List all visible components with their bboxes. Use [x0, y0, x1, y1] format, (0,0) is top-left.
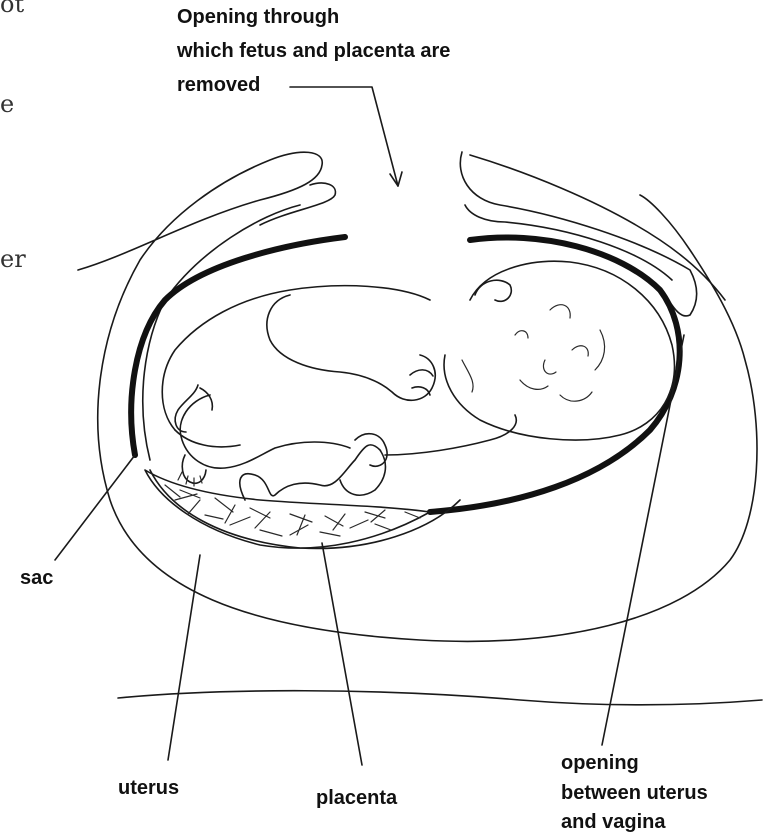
- uterus-label: uterus: [118, 775, 179, 802]
- opening-between-line-2: between uterus: [561, 780, 708, 807]
- fetus-face-line: [595, 330, 605, 370]
- fetus-leg: [180, 395, 350, 468]
- opening-title-line-2: which fetus and placenta are: [177, 38, 450, 65]
- fetus-nose: [543, 360, 556, 374]
- opening-between-line-1: opening: [561, 750, 639, 777]
- fetus-eye-2: [572, 346, 588, 356]
- fetus-eyebrow: [550, 305, 570, 318]
- incision-flap-left: [143, 205, 300, 460]
- fetus-arm: [267, 295, 435, 400]
- fetus-ear: [475, 280, 511, 301]
- opening-between-leader: [602, 335, 684, 745]
- sac-leader: [55, 455, 135, 560]
- sac-membrane-right: [430, 237, 680, 512]
- fetus-lip: [462, 360, 473, 392]
- opening-between-line-3: and vagina: [561, 809, 665, 836]
- abdominal-wall-right: [470, 155, 725, 300]
- table-surface: [118, 691, 762, 705]
- fetus-chin: [560, 392, 592, 401]
- opening-title-line-1: Opening through: [177, 4, 339, 31]
- umbilical-cord-coil: [355, 434, 387, 467]
- uterus-inner-line: [150, 470, 460, 548]
- fetus-eye: [515, 331, 528, 338]
- placenta-label: placenta: [316, 785, 397, 812]
- incision-flap-left-top: [260, 183, 335, 225]
- fetus-back: [162, 286, 430, 430]
- sac-label: sac: [20, 565, 53, 592]
- fetus-mouth: [520, 380, 548, 389]
- sac-membrane-left: [131, 237, 345, 455]
- placenta-outline: [145, 470, 430, 548]
- placenta-leader: [322, 543, 362, 765]
- fetus-body-lower: [175, 415, 516, 455]
- opening-leader: [290, 87, 398, 186]
- abdominal-wall-left: [78, 152, 757, 641]
- opening-title-line-3: removed: [177, 72, 260, 99]
- fetus-toes: [178, 472, 202, 486]
- placenta-hatching: [165, 485, 420, 536]
- umbilical-cord: [240, 445, 386, 500]
